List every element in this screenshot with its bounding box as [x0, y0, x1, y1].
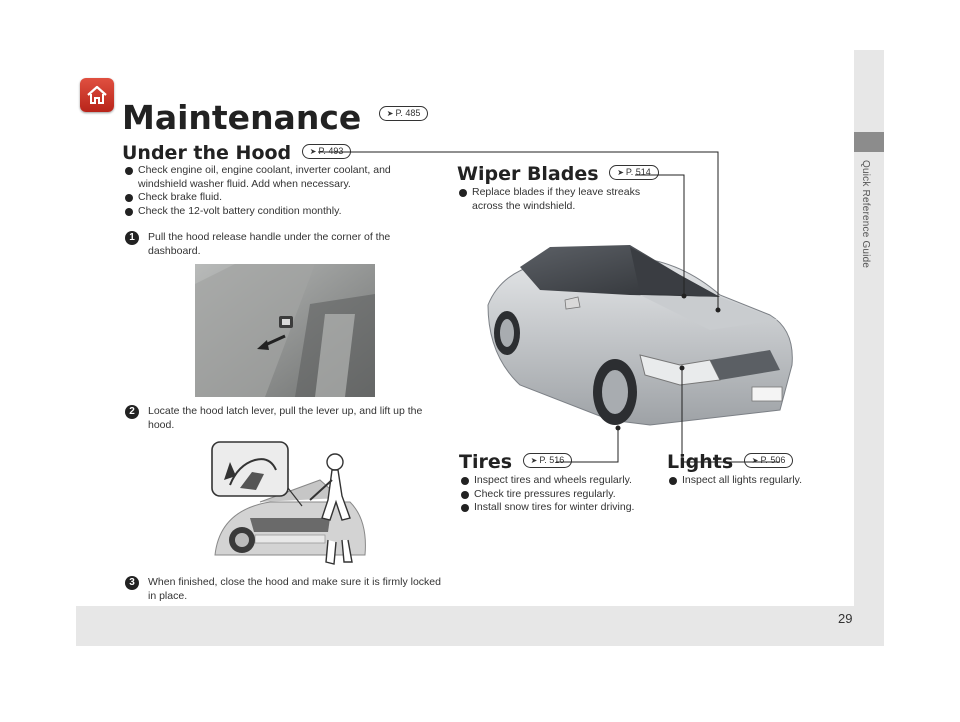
wiper-blades-ref-label: P. 514 [625, 167, 651, 177]
wiper-blades-title: Wiper Blades ➤P. 514 [457, 163, 659, 185]
page-ref-arrow-icon: ➤ [386, 109, 394, 118]
step-number: 2 [125, 405, 139, 419]
step-1: 1 Pull the hood release handle under the… [125, 231, 435, 258]
tires-title: Tires ➤P. 516 [459, 451, 573, 473]
page-ref-arrow-icon: ➤ [617, 168, 624, 177]
step-2: 2 Locate the hood latch lever, pull the … [125, 405, 445, 432]
tires-ref-link[interactable]: ➤P. 516 [522, 453, 573, 468]
under-hood-bullets: Check engine oil, engine coolant, invert… [124, 164, 414, 218]
page-ref-link[interactable]: ➤P. 485 [378, 106, 429, 121]
step-text: Pull the hood release handle under the c… [148, 231, 391, 257]
list-item: Check tire pressures regularly. [460, 488, 660, 502]
car-illustration [480, 235, 800, 435]
lights-title: Lights ➤P. 506 [667, 451, 794, 473]
list-item: Install snow tires for winter driving. [460, 501, 660, 515]
step-number: 1 [125, 231, 139, 245]
side-tab-marker[interactable] [854, 132, 884, 152]
list-item: Check the 12-volt battery condition mont… [124, 205, 414, 219]
under-hood-ref-link[interactable]: ➤P. 493 [301, 144, 352, 159]
under-hood-ref-label: P. 493 [318, 146, 344, 156]
page-ref-arrow-icon: ➤ [530, 456, 538, 465]
lights-title-text: Lights [667, 451, 734, 473]
hood-latch-illustration [210, 440, 370, 568]
page-ref-arrow-icon: ➤ [751, 456, 759, 465]
home-button[interactable] [80, 78, 114, 112]
wiper-blades-ref-link[interactable]: ➤P. 514 [609, 165, 659, 180]
step-text: When finished, close the hood and make s… [148, 576, 441, 602]
list-item: Replace blades if they leave streaks acr… [458, 186, 658, 213]
hood-release-photo [195, 264, 375, 397]
page-title: Maintenance ➤P. 485 [122, 98, 429, 137]
list-item: Check brake fluid. [124, 191, 414, 205]
lights-ref-label: P. 506 [760, 455, 786, 465]
home-icon [87, 85, 107, 104]
lights-bullets: Inspect all lights regularly. [668, 474, 848, 488]
step-3: 3 When finished, close the hood and make… [125, 576, 445, 603]
tires-ref-label: P. 516 [539, 455, 565, 465]
page-number: 29 [838, 611, 853, 626]
tires-bullets: Inspect tires and wheels regularly. Chec… [460, 474, 660, 515]
under-hood-title: Under the Hood ➤P. 493 [122, 142, 352, 164]
side-tab-label[interactable]: Quick Reference Guide [860, 160, 871, 269]
footer-bar [76, 606, 884, 646]
list-item: Inspect tires and wheels regularly. [460, 474, 660, 488]
under-hood-title-text: Under the Hood [122, 142, 292, 164]
wiper-blades-bullets: Replace blades if they leave streaks acr… [458, 186, 658, 213]
page-title-text: Maintenance [122, 98, 362, 137]
list-item: Check engine oil, engine coolant, invert… [124, 164, 414, 191]
lights-ref-link[interactable]: ➤P. 506 [743, 453, 794, 468]
list-item: Inspect all lights regularly. [668, 474, 848, 488]
tires-title-text: Tires [459, 451, 513, 473]
step-number: 3 [125, 576, 139, 590]
wiper-blades-title-text: Wiper Blades [457, 163, 599, 185]
page-ref-label: P. 485 [395, 108, 421, 118]
page-ref-arrow-icon: ➤ [309, 147, 317, 156]
step-text: Locate the hood latch lever, pull the le… [148, 405, 423, 431]
